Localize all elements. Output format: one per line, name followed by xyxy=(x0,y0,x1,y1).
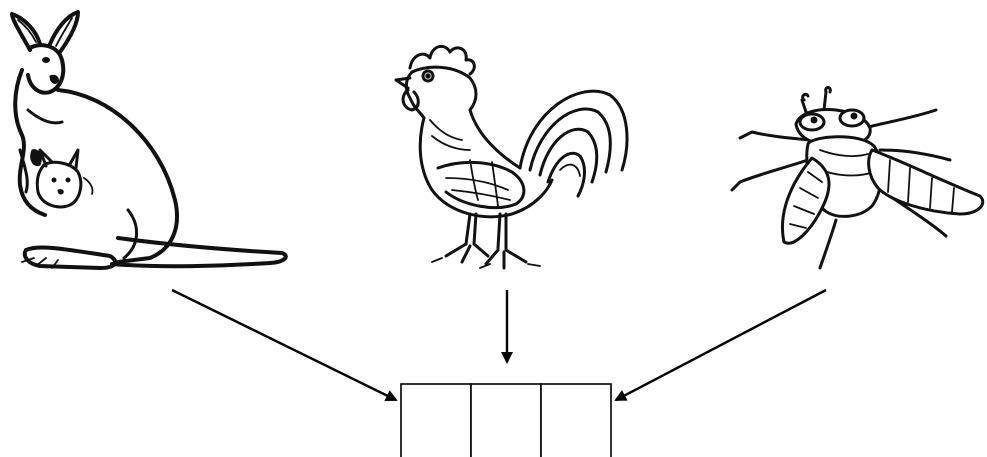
answer-box-3[interactable] xyxy=(540,383,612,457)
fly-icon xyxy=(730,86,985,270)
rooster-icon xyxy=(394,44,629,270)
arrow-fly-to-box xyxy=(614,288,827,402)
arrow-kangaroo-to-box xyxy=(171,288,398,402)
answer-box-1[interactable] xyxy=(400,383,472,457)
answer-boxes xyxy=(400,383,612,457)
kangaroo-icon xyxy=(10,10,288,270)
answer-box-2[interactable] xyxy=(470,383,542,457)
